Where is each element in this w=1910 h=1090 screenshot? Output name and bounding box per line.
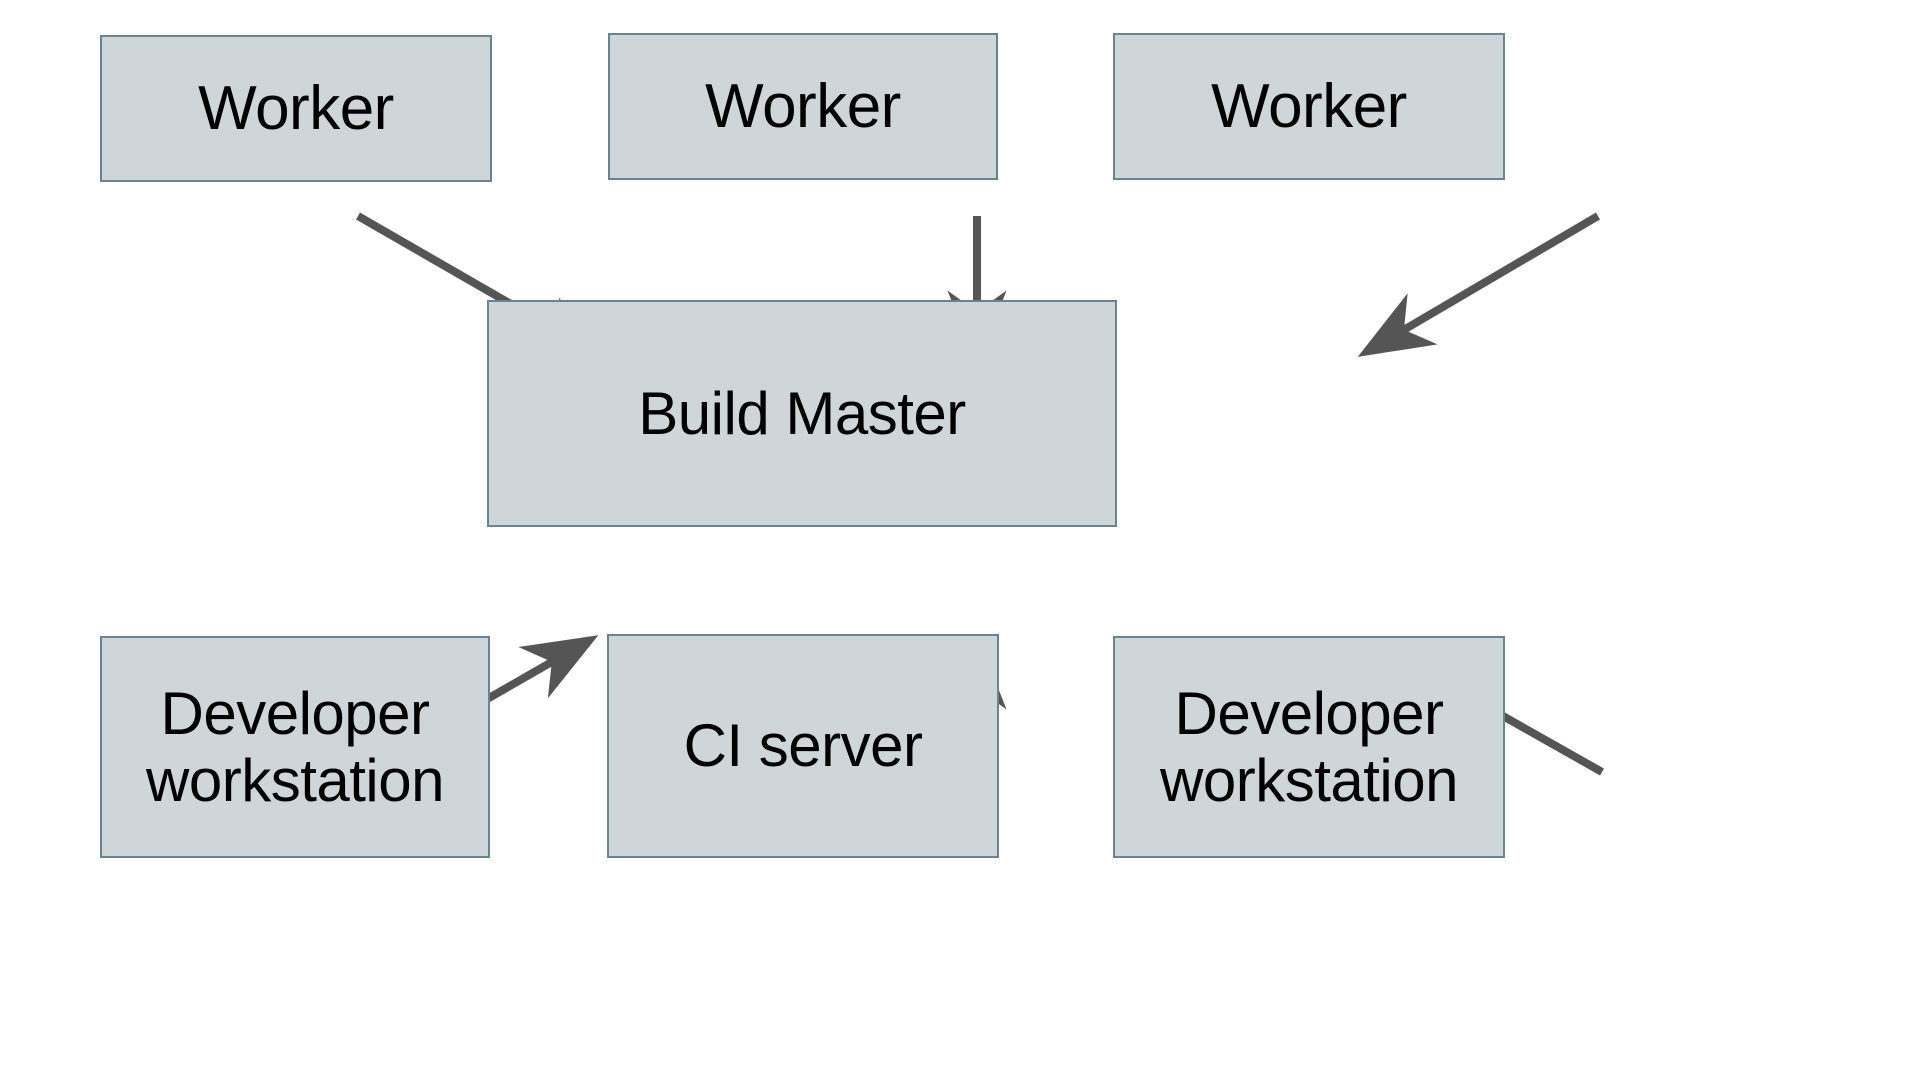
node-worker-right[interactable]: Worker: [1113, 33, 1505, 180]
edge-worker-right-to-master: [1357, 212, 1601, 357]
node-label: Developer workstation: [146, 679, 444, 814]
node-developer-workstation-left[interactable]: Developer workstation: [100, 636, 490, 858]
node-label: Developer workstation: [1160, 679, 1458, 814]
node-label: CI server: [683, 712, 923, 780]
node-developer-workstation-right[interactable]: Developer workstation: [1113, 636, 1505, 858]
node-label: Worker: [1211, 71, 1407, 141]
node-worker-center[interactable]: Worker: [608, 33, 998, 180]
node-label: Worker: [198, 73, 394, 143]
node-label: Worker: [705, 71, 901, 141]
node-worker-left[interactable]: Worker: [100, 35, 492, 182]
node-label: Build Master: [638, 379, 966, 447]
node-build-master[interactable]: Build Master: [487, 300, 1117, 527]
node-ci-server[interactable]: CI server: [607, 634, 999, 858]
